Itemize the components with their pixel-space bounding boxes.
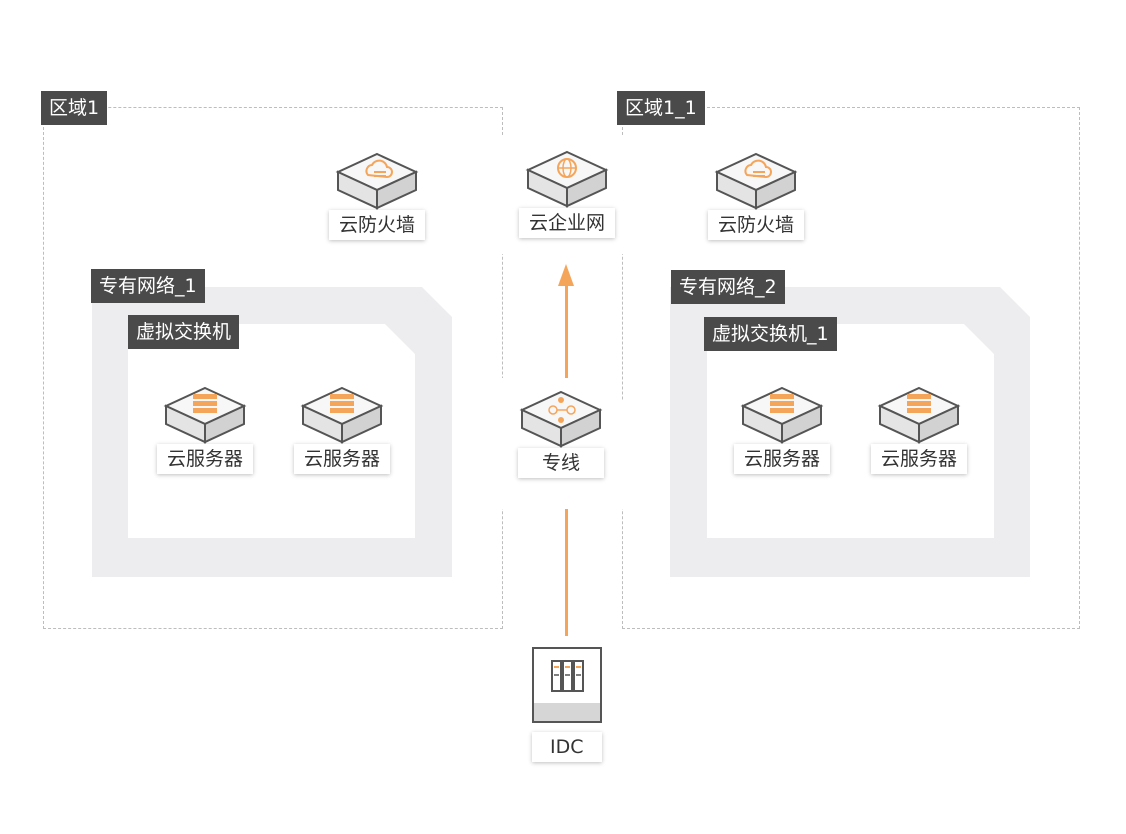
- server-icon: [740, 386, 824, 444]
- express-connect-to-cen-line: [565, 284, 568, 380]
- cloud-enterprise-network-label: 云企业网: [518, 208, 615, 238]
- vpc-1-tag: 专有网络_1: [91, 269, 205, 303]
- vswitch-2-panel: [707, 324, 994, 538]
- cloud-firewall-icon: [714, 152, 798, 210]
- vswitch-1-tag: 虚拟交换机: [128, 315, 240, 349]
- idc-rack-icon: [532, 647, 602, 723]
- vpc-2-server-2-label: 云服务器: [870, 444, 967, 474]
- region-1-1-tag: 区域1_1: [617, 91, 705, 125]
- express-connect-label: 专线: [517, 448, 604, 478]
- cloud-firewall-left[interactable]: 云防火墙: [317, 150, 437, 240]
- vpc-2-tag: 专有网络_2: [671, 270, 785, 304]
- server-icon: [300, 386, 384, 444]
- cloud-firewall-right[interactable]: 云防火墙: [696, 150, 816, 240]
- cloud-firewall-icon: [335, 152, 419, 210]
- region-1-1-box: [622, 107, 1080, 629]
- cloud-firewall-left-label: 云防火墙: [328, 210, 425, 240]
- globe-network-icon: [525, 150, 609, 208]
- vpc-1-server-1[interactable]: 云服务器: [145, 384, 265, 474]
- cloud-firewall-right-label: 云防火墙: [707, 210, 804, 240]
- vpc-2-server-1[interactable]: 云服务器: [722, 384, 842, 474]
- region-1-tag: 区域1: [41, 91, 108, 125]
- region-1-box: [43, 107, 503, 629]
- vpc-1-server-2-label: 云服务器: [293, 444, 390, 474]
- express-connect[interactable]: 专线: [501, 388, 621, 478]
- cloud-enterprise-network[interactable]: 云企业网: [507, 148, 627, 238]
- server-icon: [877, 386, 961, 444]
- idc-label: IDC: [532, 732, 602, 762]
- vpc-1-server-2[interactable]: 云服务器: [282, 384, 402, 474]
- server-icon: [163, 386, 247, 444]
- express-connect-icon: [519, 390, 603, 448]
- vswitch-2-tag: 虚拟交换机_1: [704, 317, 837, 351]
- vpc-2-server-2[interactable]: 云服务器: [859, 384, 979, 474]
- vpc-1-server-1-label: 云服务器: [156, 444, 253, 474]
- idc-to-express-connect-line: [565, 508, 568, 638]
- vpc-2-server-1-label: 云服务器: [733, 444, 830, 474]
